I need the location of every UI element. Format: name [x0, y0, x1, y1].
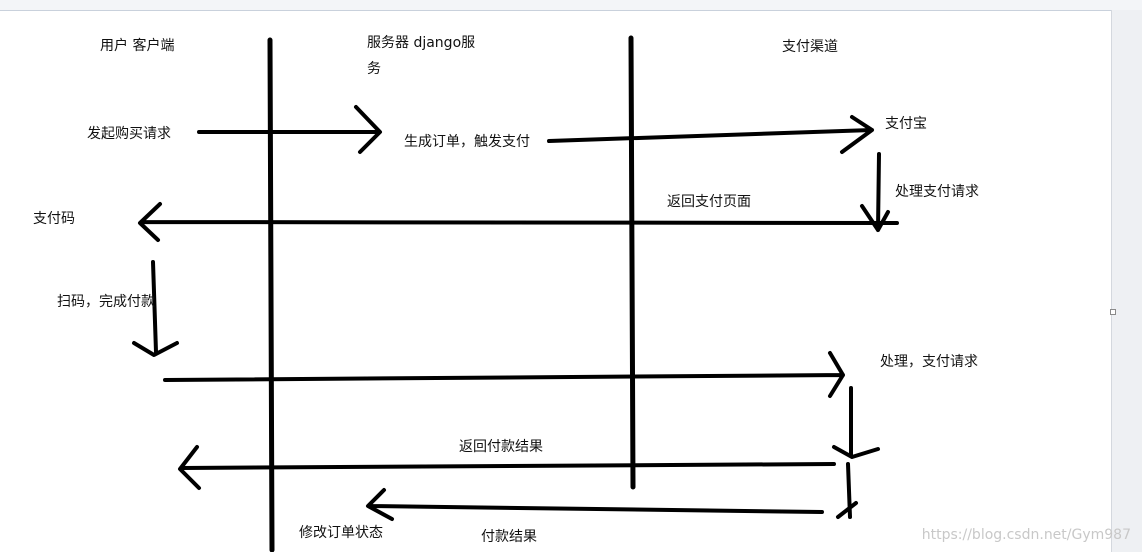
arrow-process-down: [860, 152, 890, 232]
label-alipay: 支付宝: [885, 116, 927, 132]
arrow-pay-to-channel: [163, 351, 845, 398]
arrow-channel-down: [832, 386, 880, 459]
label-create-order: 生成订单，触发支付: [404, 134, 530, 150]
arrow-scan-down: [132, 260, 179, 357]
label-return-page: 返回支付页面: [667, 194, 751, 210]
resize-handle[interactable]: [1110, 309, 1116, 315]
arrow-return-result: [178, 445, 836, 490]
label-scan-pay: 扫码，完成付款: [57, 294, 155, 310]
arrow-create-order: [547, 115, 874, 154]
arrow-initiate: [197, 105, 382, 154]
label-pay-code: 支付码: [33, 211, 75, 227]
label-process2: 处理，支付请求: [880, 354, 978, 370]
lane-channel-title: 支付渠道: [782, 39, 838, 55]
lifeline-client: [267, 37, 275, 552]
label-initiate: 发起购买请求: [87, 126, 171, 142]
lifeline-server: [628, 35, 636, 490]
arrow-return-page: [138, 202, 899, 242]
label-pay-result: 付款结果: [481, 529, 537, 545]
arrow-pay-result: [366, 462, 858, 521]
label-update-order: 修改订单状态: [299, 525, 383, 541]
sequence-diagram: 用户 客户端 服务器 django服 务 支付渠道 发起购买请求 生成订单，触发…: [33, 35, 979, 552]
right-scroll-strip[interactable]: [1111, 10, 1142, 552]
label-process-request: 处理支付请求: [895, 184, 979, 200]
label-return-result: 返回付款结果: [459, 439, 543, 455]
lane-server-title: 服务器 django服: [367, 35, 475, 51]
lane-client-title: 用户 客户端: [100, 37, 174, 54]
top-toolbar-edge: [0, 0, 1142, 11]
lane-server-title-cont: 务: [367, 61, 381, 77]
